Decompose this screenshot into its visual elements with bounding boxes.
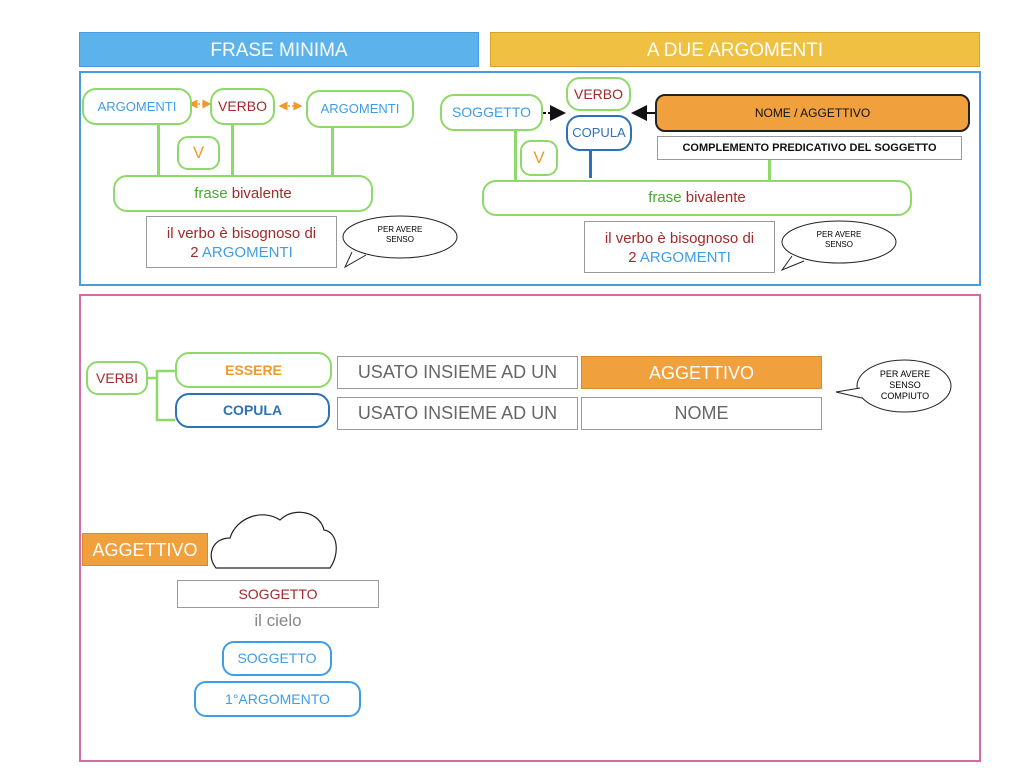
argomenti-left-box: ARGOMENTI (82, 88, 192, 125)
connector-line (768, 160, 771, 180)
bubble-text-bottom: PER AVERE SENSO COMPIUTO (879, 369, 931, 401)
bracket (155, 369, 175, 422)
speech-bubble-2 (780, 220, 897, 272)
speech-bubble-1 (342, 215, 458, 269)
connector-line (514, 130, 517, 180)
copula-box: COPULA (175, 393, 330, 428)
soggetto-box: SOGGETTO (440, 94, 543, 131)
connector-line (157, 124, 160, 176)
bottom-panel (79, 294, 981, 762)
note-argomenti: ARGOMENTI (639, 249, 731, 266)
note-line: il verbo è bisognoso di (166, 225, 317, 242)
copula-box-right: COPULA (566, 115, 632, 151)
argomenti-right-box: ARGOMENTI (306, 90, 414, 128)
v-box-right: V (520, 140, 558, 176)
usato-insieme-box-2: USATO INSIEME AD UN (337, 397, 578, 430)
il-cielo-text: il cielo (254, 611, 302, 630)
soggetto-rect-box: SOGGETTO (177, 580, 379, 608)
note-line: il verbo è bisognoso di (604, 230, 755, 247)
note-argomenti: ARGOMENTI (201, 244, 293, 261)
verbo-box: VERBO (210, 88, 275, 125)
frase-label: frase (194, 185, 228, 202)
nome-box: NOME (581, 397, 822, 430)
header-frase-minima: FRASE MINIMA (79, 32, 479, 67)
bivalente-label: bivalente (231, 185, 292, 202)
verbo-note-box-right: il verbo è bisognoso di 2 ARGOMENTI (584, 221, 775, 273)
soggetto-pill-box: SOGGETTO (222, 641, 332, 676)
aggettivo-label-box: AGGETTIVO (82, 533, 208, 566)
header-a-due-argomenti: A DUE ARGOMENTI (490, 32, 980, 67)
top-panel (79, 71, 981, 286)
speech-bubble-3 (835, 359, 952, 413)
frase-label: frase (648, 189, 682, 206)
verbi-box: VERBI (86, 361, 148, 395)
note-number: 2 (628, 249, 637, 266)
essere-box: ESSERE (175, 352, 332, 388)
primo-argomento-box: 1°ARGOMENTO (194, 681, 361, 717)
copula-connector-line (589, 150, 592, 178)
aggettivo-box: AGGETTIVO (581, 356, 822, 389)
complemento-predicativo-box: COMPLEMENTO PREDICATIVO DEL SOGGETTO (657, 136, 962, 160)
connector-line (231, 124, 234, 176)
verbo-box-right: VERBO (566, 77, 631, 111)
note-number: 2 (190, 244, 199, 261)
bubble-text: PER AVERE SENSO (377, 225, 423, 244)
bivalente-label: bivalente (685, 189, 746, 206)
verbo-note-box: il verbo è bisognoso di 2 ARGOMENTI (146, 216, 337, 268)
frase-bivalente-box-right: frase bivalente (482, 180, 912, 216)
frase-bivalente-box: frase bivalente (113, 175, 373, 212)
bubble-text-right: PER AVERE SENSO (816, 230, 862, 249)
usato-insieme-box-1: USATO INSIEME AD UN (337, 356, 578, 389)
nome-aggettivo-box: NOME / AGGETTIVO (655, 94, 970, 132)
cloud-shape (210, 511, 337, 569)
connector-line (331, 126, 334, 176)
v-box: V (177, 136, 220, 170)
